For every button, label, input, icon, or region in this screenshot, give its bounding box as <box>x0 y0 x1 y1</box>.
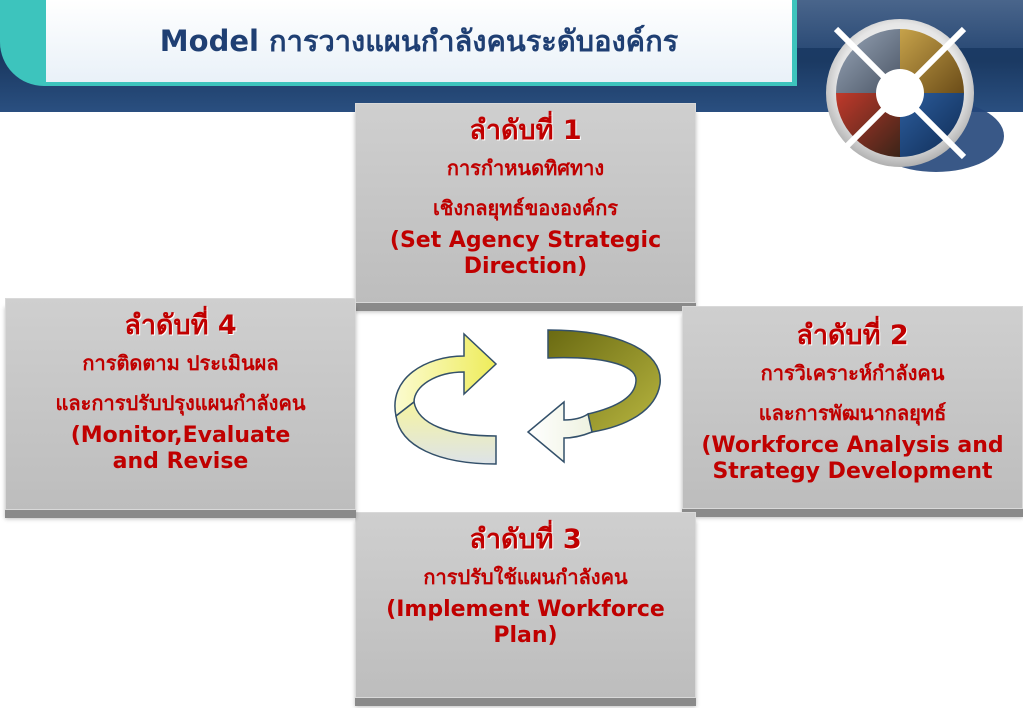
step-box-2: ลำดับที่ 2 การวิเคราะห์กำลังคน และการพัฒ… <box>682 306 1023 509</box>
arrow-band-right <box>547 329 661 433</box>
arrow-band-left <box>395 400 497 465</box>
step-2-label: ลำดับที่ 2 <box>796 320 909 351</box>
business-photo-ring-logo <box>826 19 1004 172</box>
step-2-english-line-1: (Workforce Analysis and <box>701 433 1004 458</box>
step-2-thai-line-2: และการพัฒนากลยุทธ์ <box>758 401 947 425</box>
title-box: Model การวางแผนกำลังคนระดับองค์กร <box>44 0 794 84</box>
step-box-3: ลำดับที่ 3 การปรับใช้แผนกำลังคน (Impleme… <box>355 512 696 698</box>
step-1-thai-line-1: การกำหนดทิศทาง <box>446 156 605 180</box>
step-1-label: ลำดับที่ 1 <box>469 115 582 146</box>
step-1-english-line-2: Direction) <box>463 254 588 279</box>
step-1-thai-line-2: เชิงกลยุทธ์ขององค์กร <box>432 196 619 220</box>
step-2-thai-line-1: การวิเคราะห์กำลังคน <box>760 361 945 385</box>
step-box-4: ลำดับที่ 4 การติดตาม ประเมินผล และการปรั… <box>5 298 356 510</box>
step-3-english-line-2: Plan) <box>493 623 558 648</box>
step-3-english-line-1: (Implement Workforce <box>386 597 665 622</box>
step-1-english-line-1: (Set Agency Strategic <box>389 228 662 253</box>
page-title: Model การวางแผนกำลังคนระดับองค์กร <box>159 24 679 58</box>
step-4-label: ลำดับที่ 4 <box>124 310 237 341</box>
step-3-thai-line-1: การปรับใช้แผนกำลังคน <box>423 565 628 589</box>
step-3-label: ลำดับที่ 3 <box>469 524 582 555</box>
step-4-english-line-1: (Monitor,Evaluate <box>70 423 291 448</box>
circular-arrows-icon <box>394 329 661 465</box>
step-4-thai-line-2: และการปรับปรุงแผนกำลังคน <box>55 391 306 415</box>
arrow-top-left <box>394 332 498 418</box>
arrow-bottom-right <box>526 400 593 464</box>
step-2-english-line-2: Strategy Development <box>712 459 993 484</box>
step-4-english-line-2: and Revise <box>112 449 249 474</box>
step-4-thai-line-1: การติดตาม ประเมินผล <box>82 351 279 375</box>
step-box-1: ลำดับที่ 1 การกำหนดทิศทาง เชิงกลยุทธ์ของ… <box>355 103 696 303</box>
